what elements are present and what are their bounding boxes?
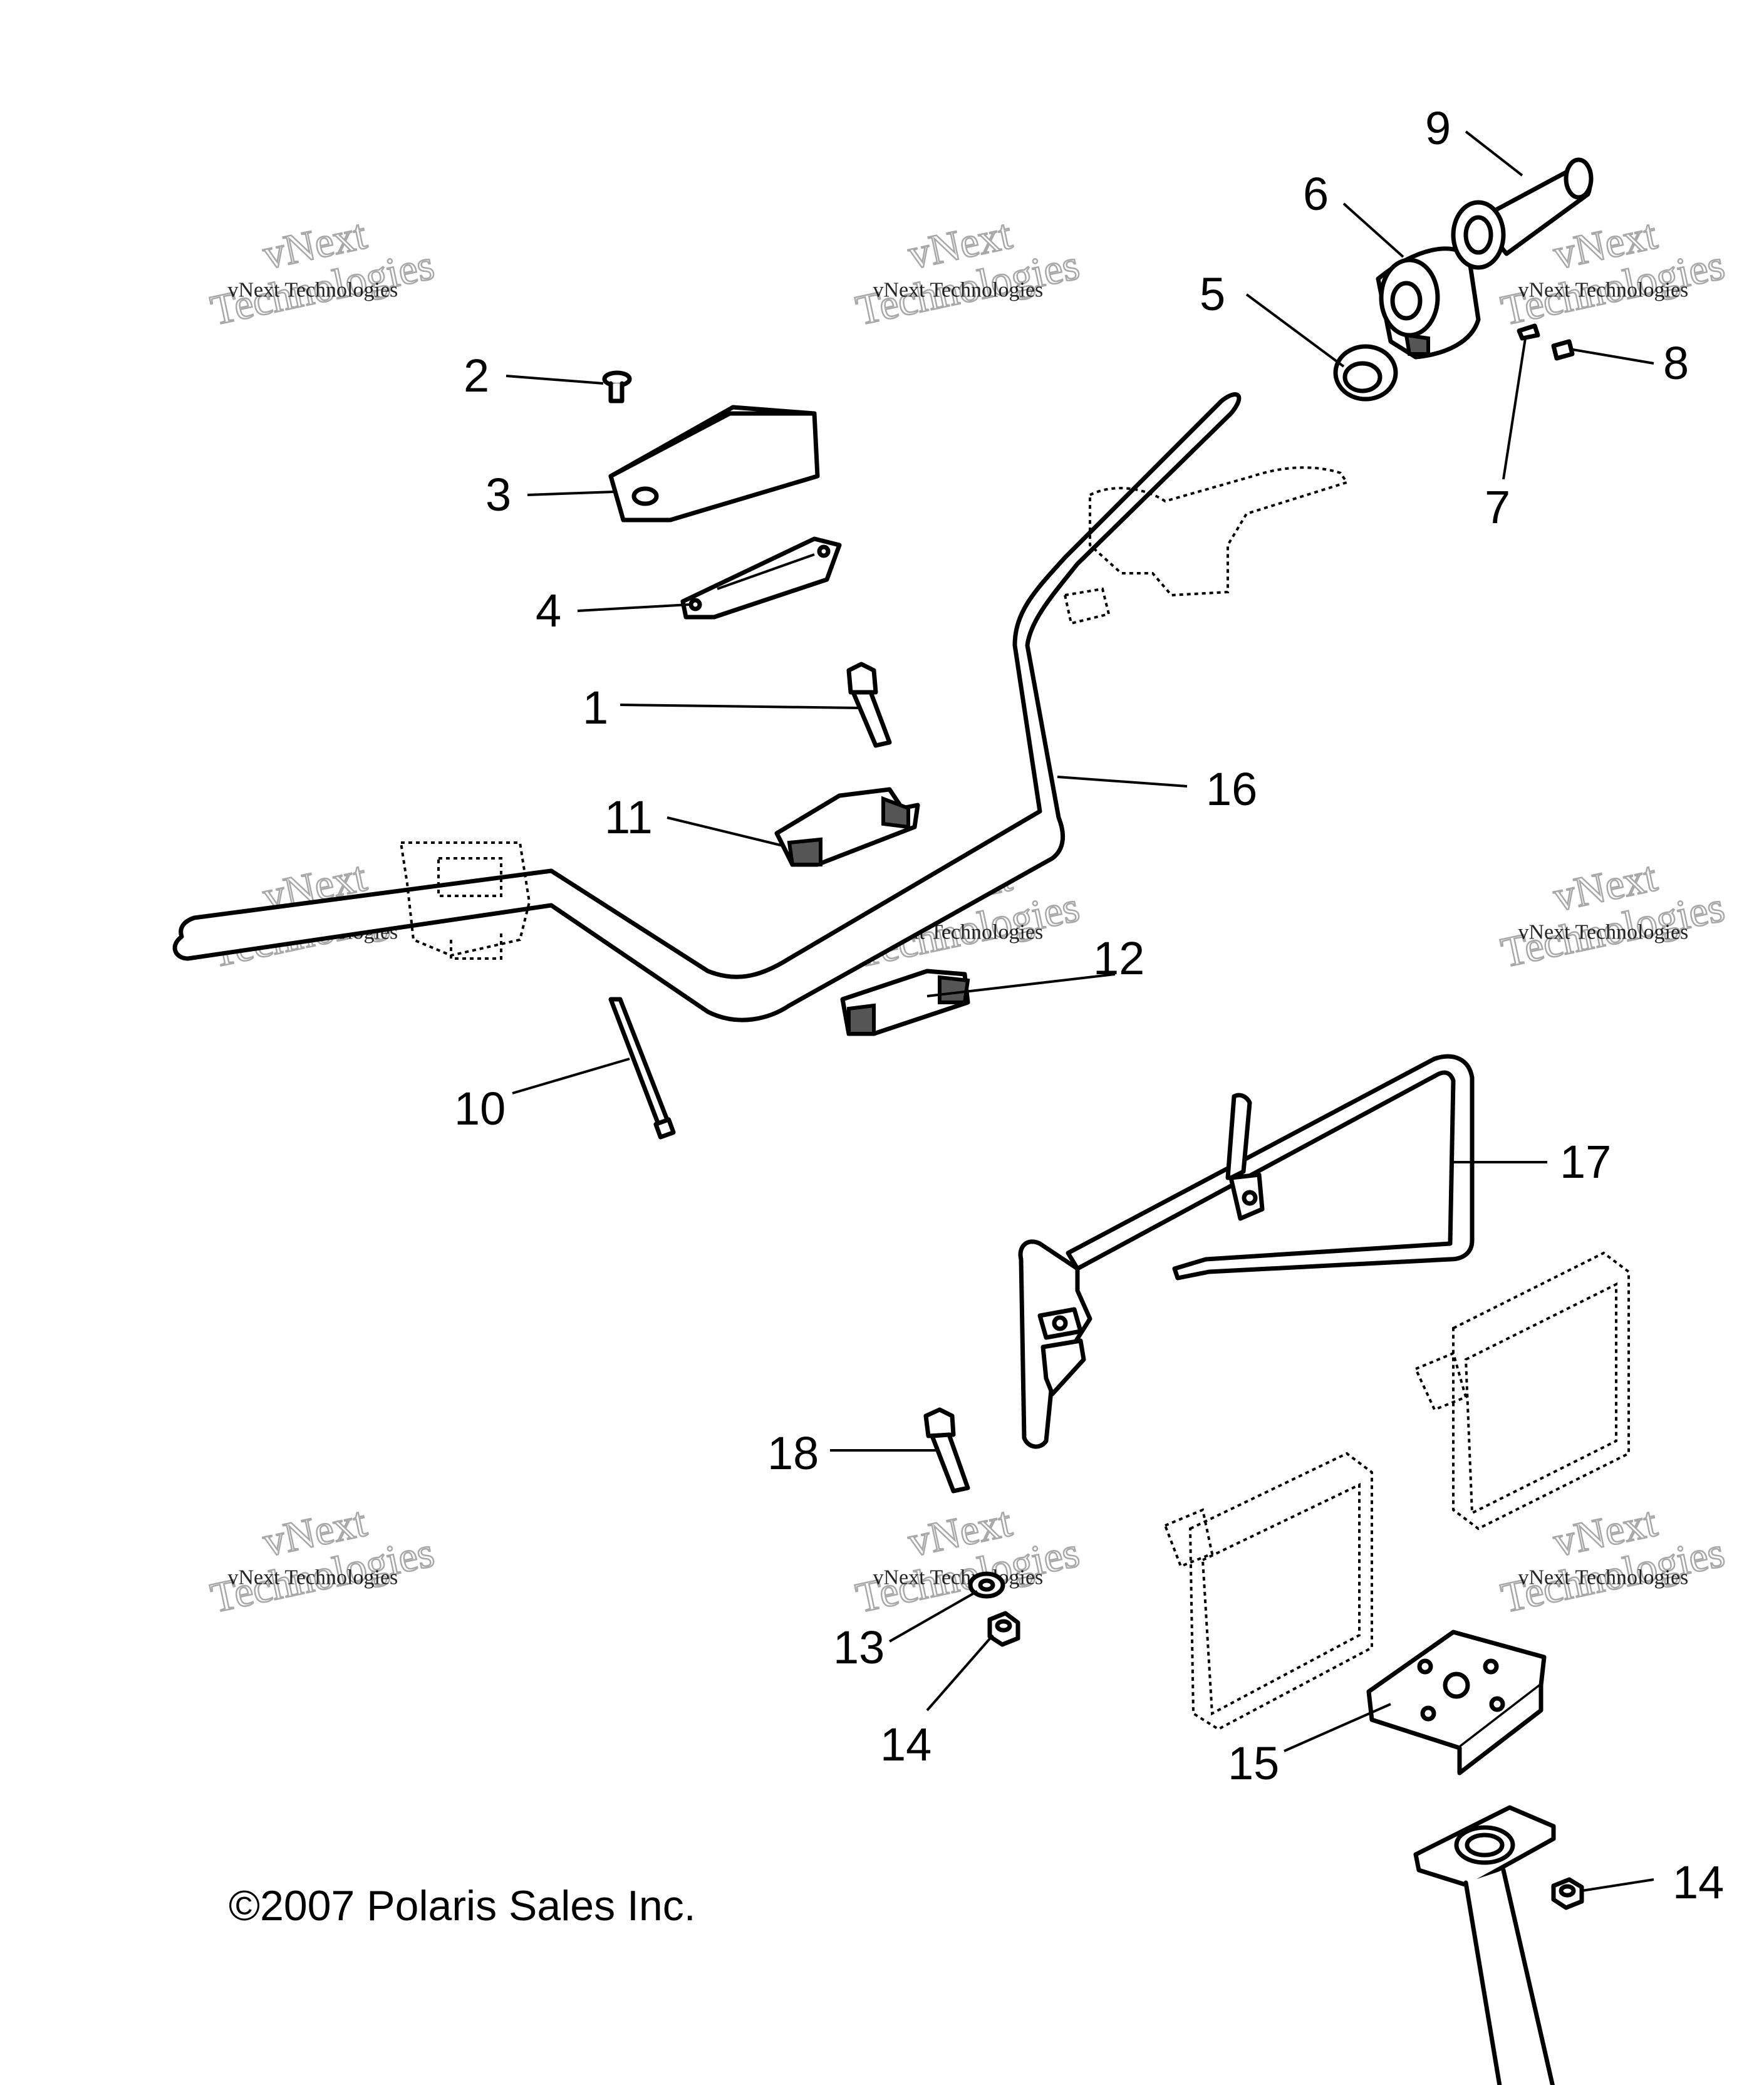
callout-17: 17 [1560,1136,1611,1188]
callout-14: 14 [880,1718,931,1770]
part-12-lower-clamp [840,969,970,1036]
part-16-handlebar [172,392,1349,1022]
part-13-washer [968,1571,1005,1599]
part-6-throttle-housing [1376,246,1481,360]
headlight-housing-ghost [1163,1251,1630,1731]
callout-15: 15 [1228,1737,1279,1789]
callout-7: 7 [1485,481,1510,533]
part-2-screw [602,370,632,403]
callout-3: 3 [485,469,511,521]
watermark-line-3: vNext Technologies [1518,920,1689,944]
watermark-line-3: vNext Technologies [873,1566,1044,1589]
watermark-line-3: vNext Technologies [228,1566,398,1589]
callout-13: 13 [833,1621,885,1673]
part-3-handlebar-pad [608,405,820,523]
callout-14-second: 14 [1673,1856,1724,1908]
part-11-upper-clamp [774,787,920,867]
part-15-bracket [1366,1630,1547,1776]
watermark-line-3: vNext Technologies [1518,278,1689,301]
part-18-bolt [923,1407,970,1494]
copyright-notice: ©2007 Polaris Sales Inc. [229,1882,696,1930]
callout-9: 9 [1425,102,1451,154]
steering-post [1413,1805,1556,2085]
part-17-brush-guard [1018,1054,1475,1449]
leader-lines [506,130,1654,1892]
callout-6: 6 [1303,168,1329,220]
callout-8: 8 [1663,337,1689,389]
part-9-grip [1451,157,1594,270]
callout-16: 16 [1206,763,1257,815]
callout-18: 18 [767,1427,819,1479]
callout-labels: 2 3 4 1 11 12 10 16 5 6 9 7 8 17 18 13 1… [454,102,1724,1908]
watermark-line-3: vNext Technologies [1518,1566,1689,1589]
callout-2: 2 [464,350,489,402]
part-4-mount-plate [680,536,842,620]
callout-12: 12 [1093,932,1144,984]
watermark-line-3: vNext Technologies [873,278,1044,301]
callout-5: 5 [1200,268,1225,320]
callout-1: 1 [583,682,608,734]
part-7-screw [1517,323,1540,341]
callout-10: 10 [454,1083,506,1135]
part-1-bolt [846,662,892,748]
part-8-nut [1551,339,1575,361]
watermark-line-3: vNext Technologies [228,278,398,301]
part-14-nut [987,1611,1020,1647]
callout-4: 4 [536,585,561,637]
callout-11: 11 [604,791,653,843]
part-10-cable-tie [608,997,676,1140]
part-14-nut-second [1551,1877,1584,1910]
part-5-ring [1333,344,1398,402]
